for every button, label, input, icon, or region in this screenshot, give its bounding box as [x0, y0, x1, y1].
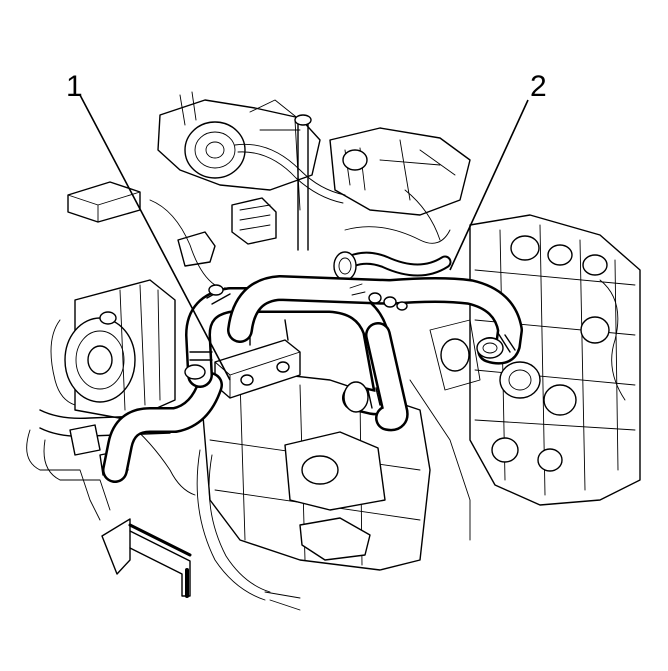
heater-inlet-hose	[227, 275, 523, 432]
alternator	[50, 279, 176, 421]
leader-line-2	[449, 99, 529, 271]
lower-coolant-hose	[102, 372, 223, 483]
engine-block-right	[409, 214, 641, 541]
callout-label-2: 2	[530, 70, 547, 103]
front-direction-arrow-icon	[101, 518, 192, 598]
small-coolant-hose-upper	[333, 251, 452, 281]
callout-label-1: 1	[66, 70, 83, 103]
lower-front-structure	[196, 369, 431, 611]
hose-clamps	[184, 283, 408, 380]
leader-line-1	[79, 94, 231, 381]
engine-top-components	[67, 91, 471, 286]
callout-leaders	[79, 94, 529, 381]
